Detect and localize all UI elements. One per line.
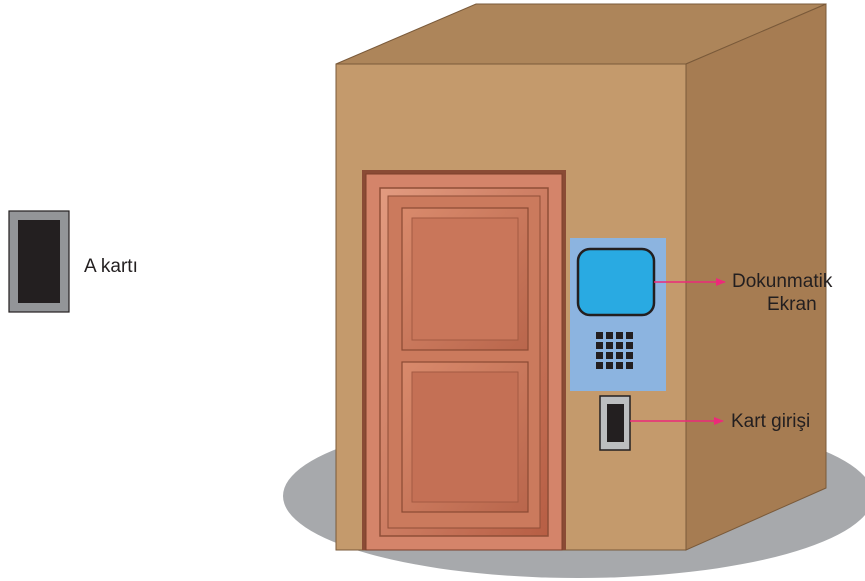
card-slot[interactable] [600, 396, 630, 450]
keypad-key[interactable] [626, 352, 633, 359]
card-slot-label: Kart girişi [731, 411, 810, 432]
keypad-key[interactable] [606, 332, 613, 339]
door-lower-panel-inner [412, 372, 518, 502]
keypad-key[interactable] [626, 342, 633, 349]
a-card-inner [18, 220, 60, 303]
a-card[interactable] [9, 211, 69, 312]
keypad-key[interactable] [626, 362, 633, 369]
touch-screen[interactable] [578, 249, 654, 315]
keypad-key[interactable] [616, 362, 623, 369]
touch-screen-label-line1: Dokunmatik [732, 271, 833, 292]
keypad-key[interactable] [626, 332, 633, 339]
keypad-key[interactable] [606, 362, 613, 369]
keypad-key[interactable] [596, 352, 603, 359]
card-slot-opening [607, 404, 624, 442]
keypad-key[interactable] [596, 362, 603, 369]
keypad-key[interactable] [596, 342, 603, 349]
door-upper-panel-inner [412, 218, 518, 340]
door[interactable] [362, 170, 566, 550]
keypad-key[interactable] [596, 332, 603, 339]
keypad-key[interactable] [606, 342, 613, 349]
keypad-key[interactable] [606, 352, 613, 359]
touch-screen-label-line2: Ekran [767, 294, 817, 315]
control-panel [570, 238, 666, 391]
keypad-key[interactable] [616, 332, 623, 339]
keypad-key[interactable] [616, 342, 623, 349]
keypad-key[interactable] [616, 352, 623, 359]
a-card-label: A kartı [84, 256, 138, 277]
